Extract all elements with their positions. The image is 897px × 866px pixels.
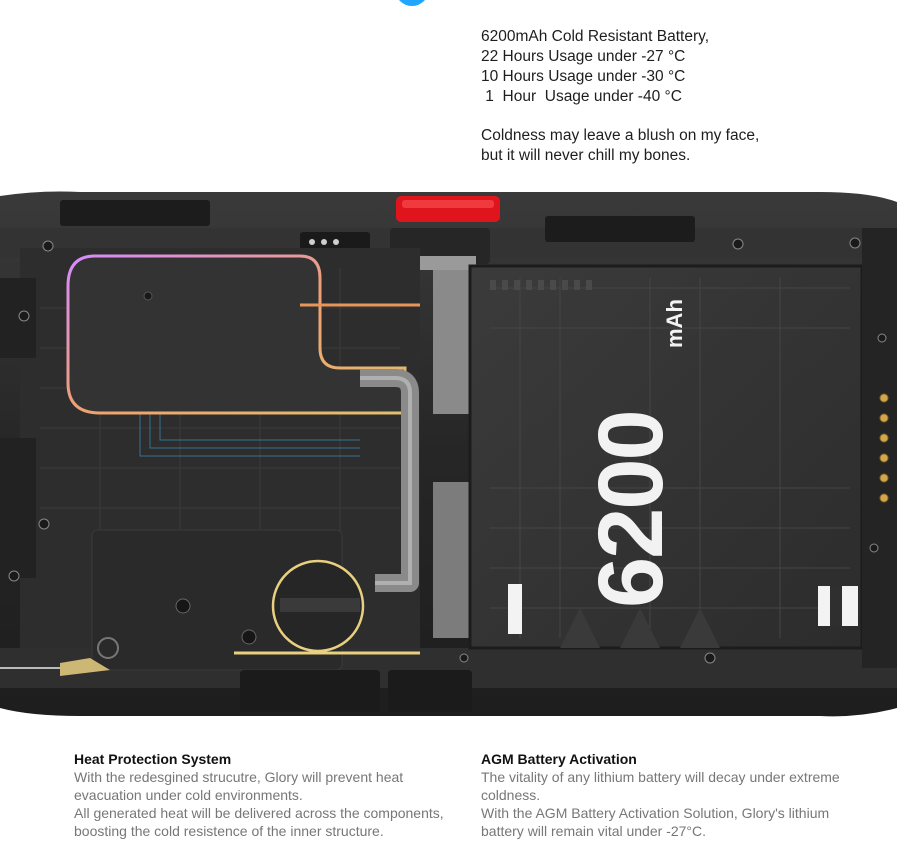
agm-battery-description: The vitality of any lithium battery will… — [481, 769, 840, 839]
agm-battery-title: AGM Battery Activation — [481, 751, 637, 767]
heat-protection-section: Heat Protection System With the redesgin… — [74, 750, 444, 840]
intro-line: 1 Hour Usage under -40 °C — [481, 88, 682, 105]
intro-line: 22 Hours Usage under -27 °C — [481, 48, 686, 65]
battery-intro-text: 6200mAh Cold Resistant Battery, 22 Hours… — [481, 27, 841, 166]
intro-line: 10 Hours Usage under -30 °C — [481, 68, 686, 85]
agm-battery-section: AGM Battery Activation The vitality of a… — [481, 750, 871, 840]
battery-unit-label: mAh — [662, 299, 687, 348]
intro-line: 6200mAh Cold Resistant Battery, — [481, 28, 710, 45]
battery-capacity-label: 6200 — [580, 411, 682, 608]
tagline-line: but it will never chill my bones. — [481, 147, 691, 164]
battery-frame-strip — [433, 268, 473, 414]
bottom-port — [240, 670, 380, 712]
heat-protection-title: Heat Protection System — [74, 751, 232, 767]
phone-internal-cutaway-illustration: 6200 mAh — [0, 191, 897, 717]
power-button — [396, 196, 500, 222]
brand-accent-shape — [395, 0, 429, 6]
heat-protection-description: With the redesgined strucutre, Glory wil… — [74, 769, 444, 839]
battery-cell — [468, 264, 864, 650]
tagline-line: Coldness may leave a blush on my face, — [481, 127, 760, 144]
